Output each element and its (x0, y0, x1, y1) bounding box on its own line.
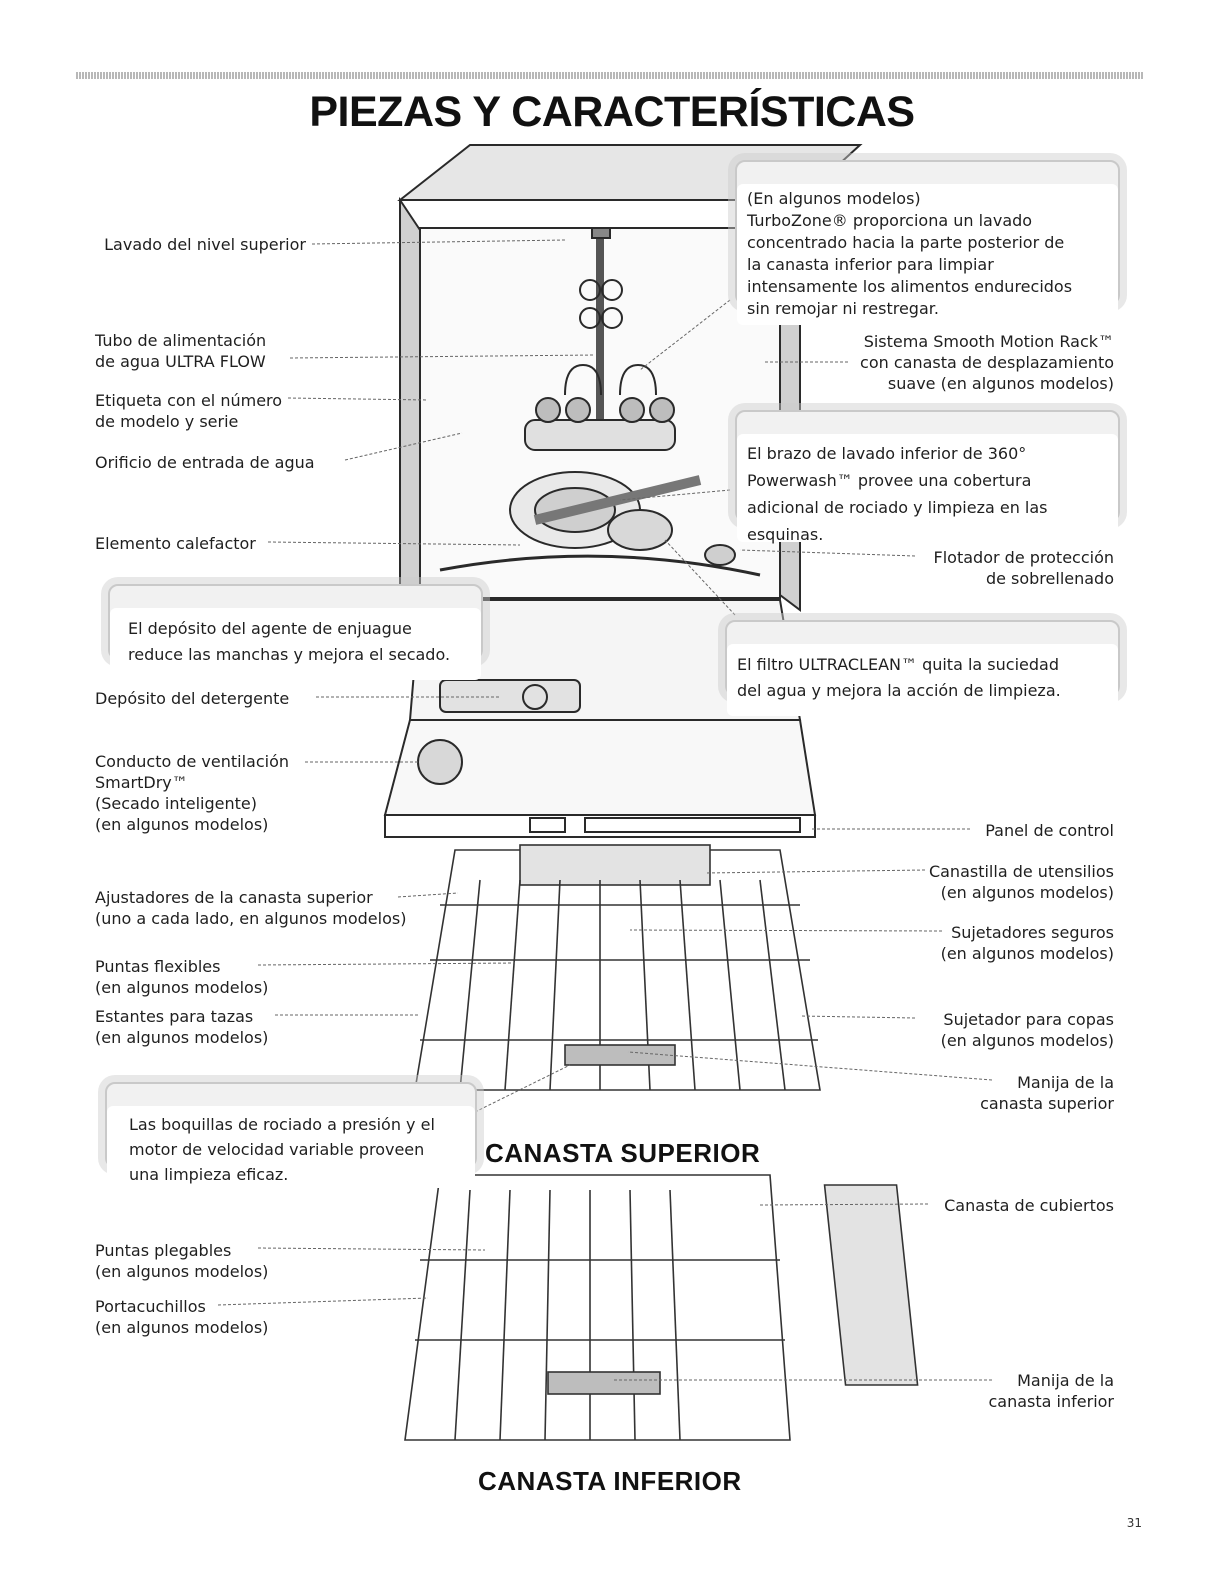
label-knife-holder: Portacuchillos (en algunos modelos) (95, 1297, 269, 1337)
label-control-panel: Panel de control (985, 821, 1114, 840)
callout-powerwash-arm: El brazo de lavado inferior de 360° Powe… (735, 410, 1120, 544)
lower-rack-tines (415, 1189, 785, 1441)
label-heating-element: Elemento calefactor (95, 534, 256, 553)
callout-spray-nozzles-text: Las boquillas de rociado a presión y el … (107, 1106, 475, 1188)
turbozone-manifold (524, 419, 676, 451)
label-ultra-flow-tube: Tubo de alimentación de agua ULTRA FLOW (95, 331, 267, 371)
label-cutlery-basket: Canasta de cubiertos (944, 1196, 1114, 1215)
label-fold-down-tines: Puntas plegables (en algunos modelos) (95, 1241, 269, 1281)
top-rule (76, 72, 1144, 79)
upper-rack-handle (564, 1044, 676, 1066)
utensil-tray (519, 844, 711, 886)
overfill-float (704, 544, 736, 566)
label-upper-level-wash: Lavado del nivel superior (104, 235, 306, 254)
label-flexible-tines: Puntas flexibles (en algunos modelos) (95, 957, 269, 997)
section-upper-rack: CANASTA SUPERIOR (485, 1138, 761, 1168)
callout-turbozone-text: (En algunos modelos) TurboZone® proporci… (737, 184, 1118, 325)
label-secure-clips: Sujetadores seguros (en algunos modelos) (940, 923, 1114, 963)
upper-rack-tines (420, 879, 818, 1091)
tub-left-wall (399, 196, 421, 612)
label-model-serial-tag: Etiqueta con el número de modelo y serie (95, 391, 283, 431)
callout-spray-nozzles: Las boquillas de rociado a presión y el … (105, 1082, 477, 1188)
smartdry-vent (417, 739, 463, 785)
callout-rinse-aid-text: El depósito del agente de enjuague reduc… (110, 608, 481, 680)
callout-ultraclean-filter: El filtro ULTRACLEAN™ quita la suciedad … (725, 620, 1120, 716)
label-smooth-motion-rack: Sistema Smooth Motion Rack™ con canasta … (860, 332, 1114, 393)
label-upper-rack-handle: Manija de la canasta superior (980, 1073, 1114, 1113)
section-lower-rack: CANASTA INFERIOR (478, 1466, 742, 1496)
page-number: 31 (1126, 1516, 1142, 1530)
callout-rinse-aid: El depósito del agente de enjuague reduc… (108, 584, 483, 680)
label-cup-shelves: Estantes para tazas (en algunos modelos) (95, 1007, 269, 1047)
callout-ultraclean-text: El filtro ULTRACLEAN™ quita la suciedad … (727, 644, 1118, 716)
leader-lines (217, 239, 993, 1381)
lower-rack-frame (404, 1174, 791, 1441)
label-smartdry-vent: Conducto de ventilación SmartDry™ (Secad… (95, 752, 290, 834)
label-lower-rack-handle: Manija de la canasta inferior (988, 1371, 1115, 1411)
label-stemware-holder: Sujetador para copas (en algunos modelos… (940, 1010, 1114, 1050)
label-detergent-dispenser: Depósito del detergente (95, 689, 290, 708)
callout-turbozone: (En algunos modelos) TurboZone® proporci… (735, 160, 1120, 325)
label-water-inlet: Orificio de entrada de agua (95, 453, 315, 472)
lower-rack-handle (547, 1371, 661, 1395)
page-title: PIEZAS Y CARACTERÍSTICAS (309, 88, 915, 136)
cutlery-basket (823, 1184, 919, 1386)
ultraclean-filter (607, 509, 673, 551)
label-utensil-tray: Canastilla de utensilios (en algunos mod… (928, 862, 1114, 902)
callout-powerwash-text: El brazo de lavado inferior de 360° Powe… (737, 434, 1118, 544)
label-overfill-float: Flotador de protección de sobrellenado (933, 548, 1114, 588)
label-upper-rack-adjusters: Ajustadores de la canasta superior (uno … (95, 888, 407, 928)
